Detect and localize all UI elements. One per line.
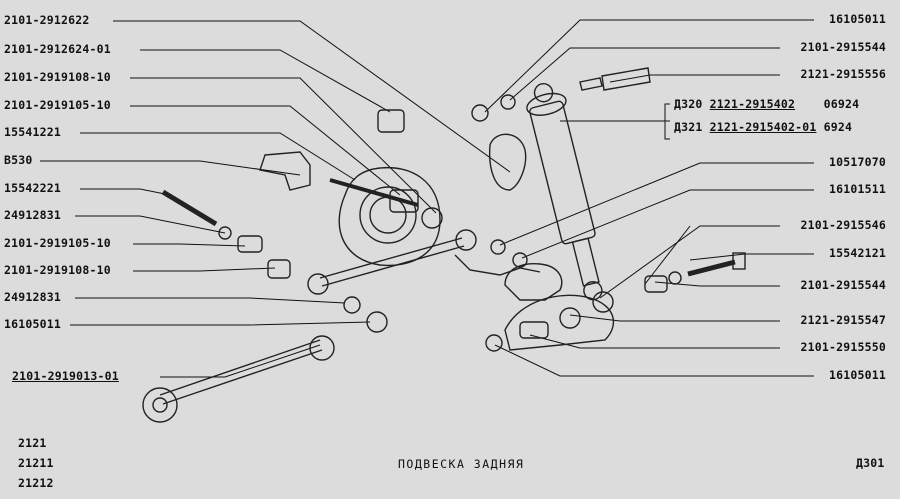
leader-line: [499, 162, 814, 246]
spacer: [237, 235, 263, 253]
nut: [366, 311, 388, 333]
part-label: B530: [4, 153, 33, 167]
part-label: 2101-2915544: [800, 40, 886, 54]
leader-line: [75, 215, 226, 234]
part-label: 16105011: [829, 12, 886, 26]
variant-suffix: 06924: [823, 97, 860, 111]
page-title: ПОДВЕСКА ЗАДНЯЯ: [398, 457, 525, 471]
bracket: [259, 151, 311, 191]
washer: [500, 94, 516, 110]
variant-suffix: 6924: [823, 120, 853, 134]
model-code: 21212: [18, 476, 54, 490]
leader-line: [75, 297, 346, 304]
part-label: 16105011: [829, 368, 886, 382]
part-label: 2101-2915544: [800, 278, 886, 292]
shock-absorber: [526, 83, 603, 301]
part-label: 2101-2915550: [800, 340, 886, 354]
leader-line: [160, 344, 321, 378]
leader-line: [599, 225, 780, 299]
nut: [471, 104, 489, 122]
part-label: 24912831: [4, 290, 61, 304]
part-label: 15542221: [4, 181, 61, 195]
part-label: 10517070: [829, 155, 886, 169]
part-label: 2101-2919105-10: [4, 236, 111, 250]
leader-line: [80, 188, 171, 196]
longitudinal-rod-lower: [142, 335, 335, 423]
leader-line: [80, 132, 356, 181]
variant-part: 2121-2915402-01: [709, 120, 817, 134]
part-label: 2101-2915546: [800, 218, 886, 232]
part-label: 2101-2919108-10: [4, 70, 111, 84]
leader-line: [133, 267, 276, 272]
variant-prefix: Д321: [674, 120, 703, 134]
leader-line: [529, 334, 780, 349]
part-label: 2101-2919013-01: [12, 369, 119, 383]
leader-line: [70, 321, 371, 326]
part-label: 15541221: [4, 125, 61, 139]
leader-line: [509, 47, 780, 101]
part-label: 16101511: [829, 182, 886, 196]
variant-bracket: [664, 103, 670, 140]
leader-line: [644, 225, 691, 285]
leader-line: [140, 49, 391, 113]
axle-housing: [338, 166, 441, 267]
leader-line: [689, 253, 814, 261]
part-label: 15542121: [829, 246, 886, 260]
model-code: 2121: [18, 436, 47, 450]
part-label: 24912831: [4, 208, 61, 222]
leader-line: [654, 281, 780, 287]
variant-row: Д321 2121-2915402-01 6924: [674, 121, 852, 134]
bushing: [377, 109, 405, 133]
part-label: 2121-2915556: [800, 67, 886, 81]
bolt-upper: [329, 178, 419, 207]
longitudinal-rod-upper: [307, 229, 477, 295]
axle-bracket: [504, 294, 615, 351]
part-label: 2121-2915547: [800, 313, 886, 327]
part-label: 2101-2919108-10: [4, 263, 111, 277]
leader-line: [609, 74, 780, 83]
leader-line: [113, 20, 511, 173]
variant-row: Д320 2121-2915402 06924: [674, 98, 859, 111]
bump-stop: [488, 133, 527, 191]
page-code: Д301: [856, 456, 885, 470]
part-label: 2101-2919105-10: [4, 98, 111, 112]
variant-part: 2121-2915402: [709, 97, 796, 111]
model-code: 21211: [18, 456, 54, 470]
leader-line: [133, 243, 246, 247]
part-label: 16105011: [4, 317, 61, 331]
leader-line: [484, 19, 814, 113]
leader-line: [569, 314, 780, 322]
leader-line: [521, 189, 814, 259]
leader-line: [40, 160, 301, 176]
leader-line: [130, 105, 401, 196]
leader-line: [494, 344, 814, 377]
part-label: 2101-2912622: [4, 13, 90, 27]
part-label: 2101-2912624-01: [4, 42, 111, 56]
variant-prefix: Д320: [674, 97, 703, 111]
shock-top-bolt: [579, 77, 603, 91]
